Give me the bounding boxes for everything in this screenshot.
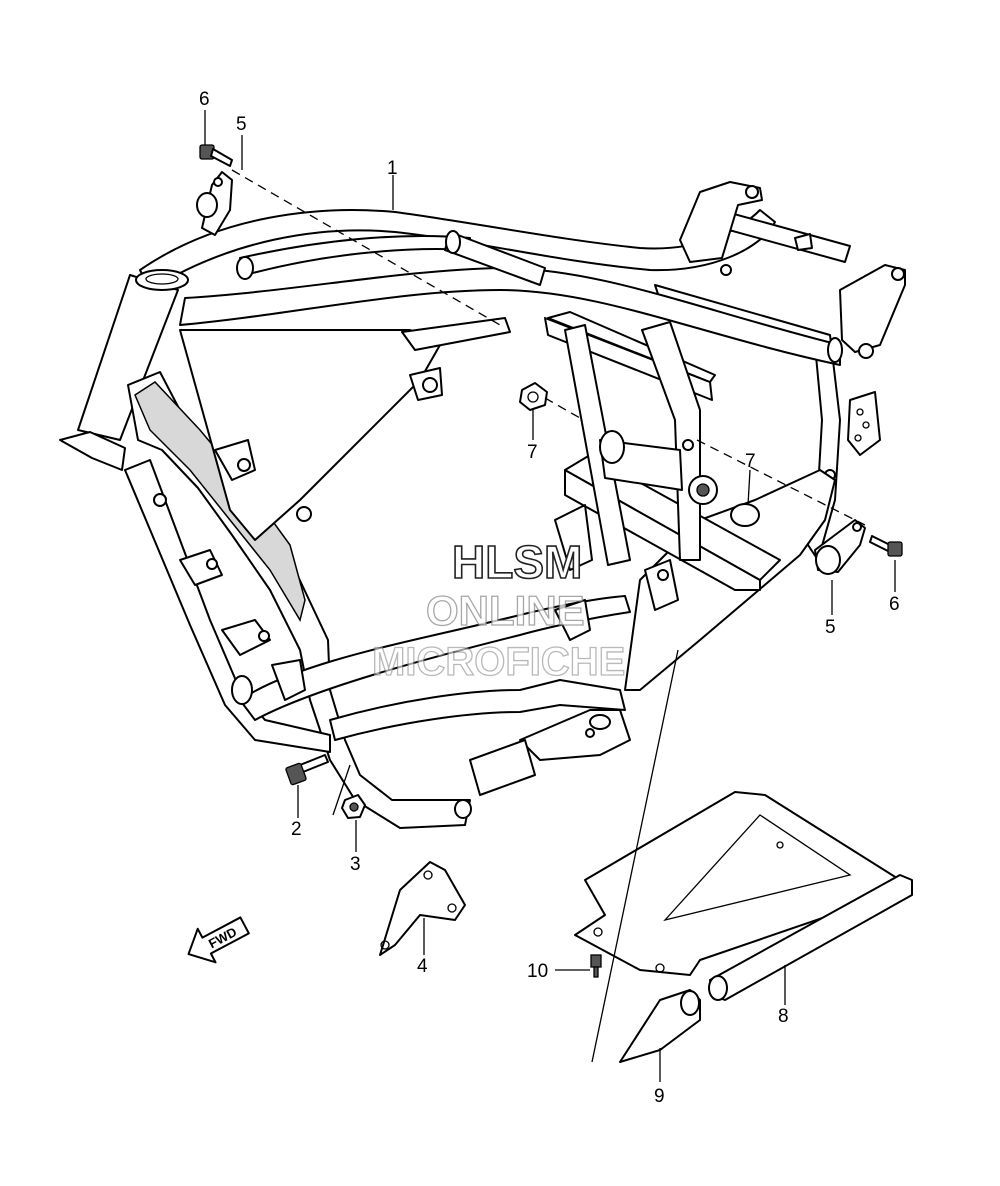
bolt-2 (285, 754, 329, 786)
callout-5-right: 5 (825, 617, 836, 638)
frame-assembly (59, 181, 906, 829)
subassembly-outline (332, 649, 679, 1063)
callout-9: 9 (654, 1086, 665, 1107)
leader-lines (204, 110, 896, 1082)
callout-5-left: 5 (236, 114, 247, 135)
callout-8: 8 (778, 1006, 789, 1027)
callout-6-right: 6 (889, 594, 900, 615)
callout-2: 2 (291, 819, 302, 840)
callout-7-right: 7 (745, 451, 756, 472)
callout-7-left: 7 (527, 442, 538, 463)
part-number-callouts: 1 2 3 4 5 5 6 6 7 7 8 9 10 (199, 89, 900, 1107)
nut-3 (341, 794, 366, 819)
bolt-6-right (869, 535, 903, 557)
watermark: HLSM ONLINE MICROFICHE (371, 535, 626, 684)
forward-direction-arrow: FWD (187, 916, 250, 964)
nut-7-left (519, 382, 548, 411)
watermark-line-3: MICROFICHE (372, 640, 625, 684)
screw-10 (590, 954, 602, 978)
plate-8 (574, 791, 913, 1001)
cap-7-right (730, 503, 760, 527)
watermark-line-2: ONLINE (426, 587, 585, 634)
watermark-line-1: HLSM (452, 536, 582, 588)
callout-10: 10 (527, 961, 548, 982)
callout-6-left: 6 (199, 89, 210, 110)
bracket-5-left (196, 171, 233, 236)
callout-3: 3 (350, 854, 361, 875)
bracket-5-right (814, 519, 866, 575)
bracket-4 (379, 861, 466, 956)
callout-1: 1 (387, 158, 398, 179)
callout-4: 4 (417, 956, 428, 977)
bolt-6-left (199, 144, 233, 167)
